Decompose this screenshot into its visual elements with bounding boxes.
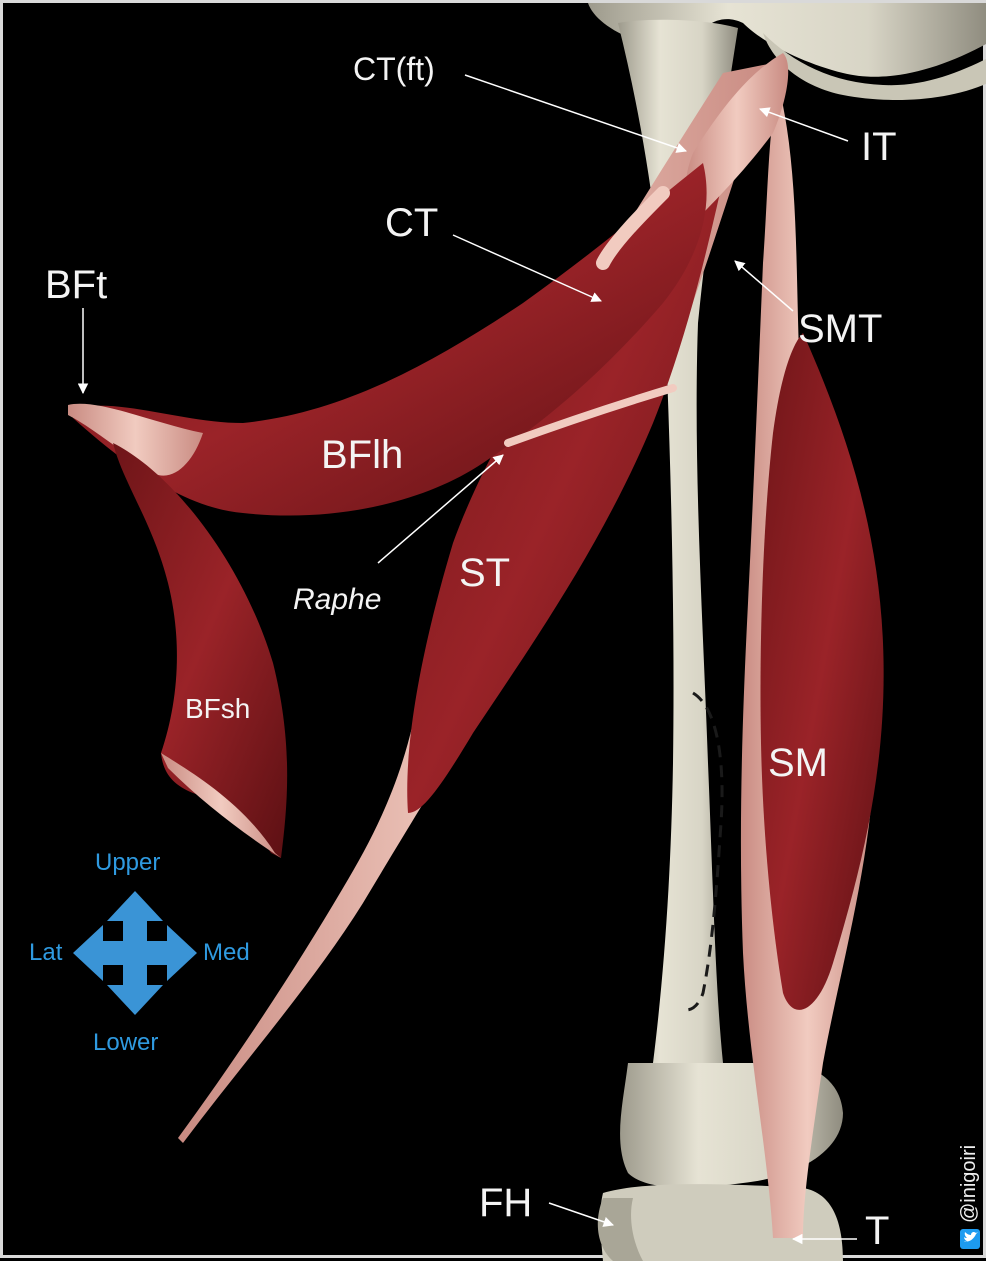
bird-icon <box>960 1229 980 1249</box>
label-bft: BFt <box>45 263 108 307</box>
hamstring-illustration <box>68 3 986 1261</box>
credit-handle: @inigoiri <box>958 1144 980 1223</box>
label-ct-ft: CT(ft) <box>353 51 435 87</box>
label-t: T <box>865 1209 890 1253</box>
pointer-lines <box>77 74 857 1245</box>
label-raphe: Raphe <box>293 583 382 616</box>
label-bfsh: BFsh <box>185 693 251 724</box>
biceps-femoris-long-head-muscle <box>68 163 707 516</box>
label-bflh: BFlh <box>321 433 404 477</box>
label-smt: SMT <box>798 307 883 351</box>
direction-lower: Lower <box>93 1029 159 1056</box>
direction-upper: Upper <box>95 849 161 876</box>
direction-med: Med <box>203 939 250 966</box>
label-it: IT <box>861 125 897 169</box>
label-ct: CT <box>385 201 439 245</box>
direction-lat: Lat <box>29 939 63 966</box>
label-fh: FH <box>479 1181 533 1225</box>
label-sm: SM <box>768 741 828 785</box>
conjoint-tendon <box>685 53 789 223</box>
orientation-cross-icon <box>73 891 197 1015</box>
semimembranosus-muscle <box>740 83 884 1238</box>
label-st: ST <box>459 551 511 595</box>
biceps-femoris-short-head-muscle <box>113 443 288 858</box>
